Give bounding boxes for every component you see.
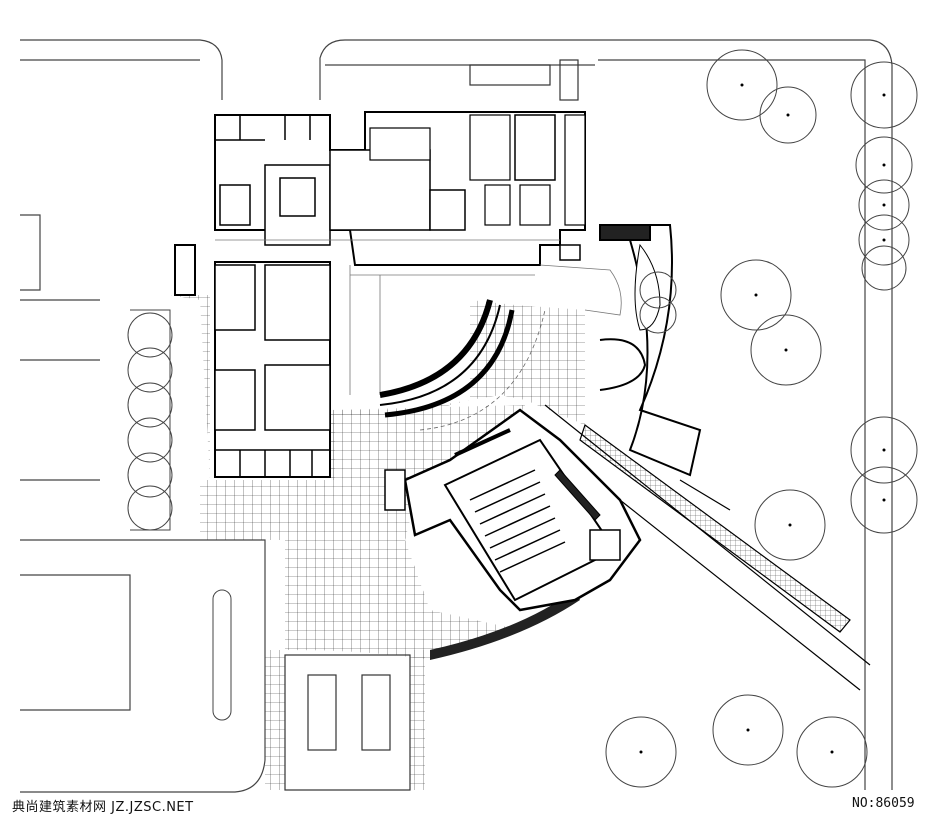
tree-centres	[639, 83, 886, 754]
trees-east	[605, 49, 918, 788]
paved-plaza	[170, 295, 851, 790]
street-kerbs	[20, 39, 893, 793]
trees-west	[127, 309, 232, 721]
east-walkway	[544, 404, 871, 691]
main-building	[174, 111, 586, 478]
south-parking	[284, 59, 579, 791]
watermark-number: NO:86059	[852, 796, 915, 811]
interior-lines	[215, 239, 622, 395]
east-curved-wing	[599, 224, 702, 477]
watermark-site-text: 典尚建筑素材网 JZ.JZSC.NET	[12, 800, 194, 815]
auditorium	[403, 408, 642, 612]
stairs	[384, 469, 621, 561]
curved-lobby-arcs	[379, 299, 546, 431]
